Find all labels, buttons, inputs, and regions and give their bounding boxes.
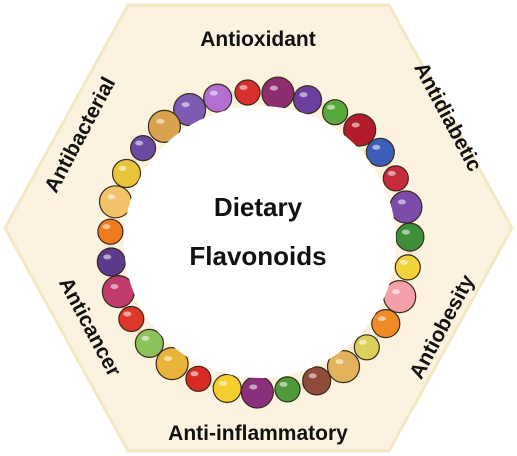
effect-label-top: Antioxidant: [200, 28, 316, 51]
sweet-potato-icon: [203, 83, 233, 113]
pepper-icon: [185, 365, 212, 392]
ginger-icon: [326, 350, 361, 384]
food-ring: [96, 76, 425, 409]
effect-label-bottom: Anti-inflammatory: [168, 422, 348, 445]
lemon-icon: [394, 254, 421, 281]
pear-icon: [353, 334, 380, 361]
beet-icon: [261, 76, 295, 110]
fig-icon: [302, 366, 332, 396]
banana-icon: [212, 373, 242, 403]
tea-cup-icon: [155, 347, 189, 381]
tomato-icon: [118, 305, 145, 333]
center-disc: [124, 106, 396, 378]
center-title-line1: Dietary: [214, 192, 303, 222]
grape-icon: [130, 135, 157, 162]
leaf-icon: [322, 99, 349, 126]
berry-icon: [292, 85, 323, 115]
juice-icon: [98, 185, 133, 219]
apple-icon: [234, 79, 261, 106]
eggplant-icon: [96, 247, 126, 277]
carrot-icon: [97, 218, 124, 245]
broccoli-icon: [274, 376, 301, 403]
ginger-icon: [147, 109, 181, 144]
pear-icon: [111, 158, 142, 189]
cherry-icon: [343, 113, 377, 147]
onion-icon: [101, 275, 136, 309]
grape-icon: [173, 92, 207, 127]
blueberry-icon: [365, 137, 395, 167]
pomegranate-icon: [382, 165, 409, 192]
center-title-line2: Flavonoids: [189, 241, 326, 271]
celery-icon: [134, 328, 164, 358]
red-cabbage-icon: [240, 375, 274, 409]
orange-icon: [371, 309, 401, 339]
grape-icon: [389, 190, 423, 224]
spinach-icon: [395, 222, 425, 252]
